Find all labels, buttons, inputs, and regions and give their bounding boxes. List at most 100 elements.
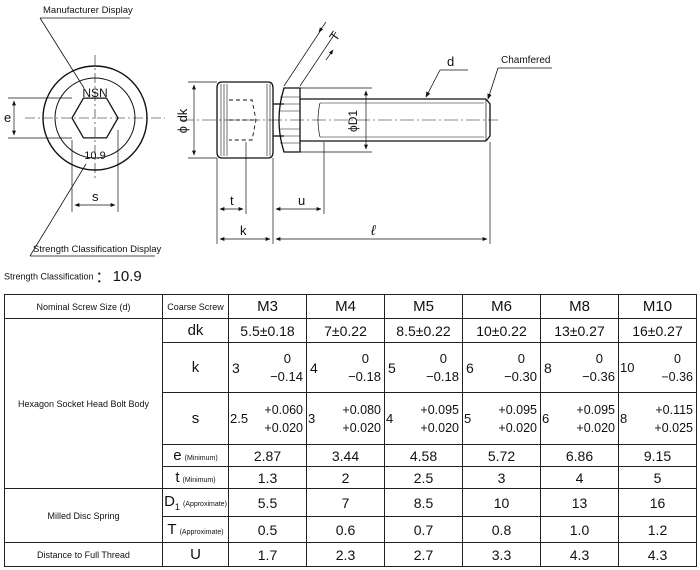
k-lower: −0.30 xyxy=(504,368,537,384)
D1-value: 13 xyxy=(540,488,619,517)
e-value: 6.86 xyxy=(540,444,619,467)
dim-u xyxy=(272,142,325,244)
size-header: M8 xyxy=(540,294,619,319)
dk-value: 16±0.27 xyxy=(618,318,697,343)
dim-l xyxy=(275,142,491,244)
dim-k-label: k xyxy=(240,223,247,238)
s-nominal: 5 xyxy=(464,411,472,426)
k-nominal: 4 xyxy=(310,359,318,376)
manufacturer-label: Manufacturer Display xyxy=(43,5,133,16)
strength-classification: Strength Classification：10.9 xyxy=(4,266,142,288)
k-value: 6 0 −0.30 xyxy=(462,342,541,393)
s-lower: +0.025 xyxy=(654,420,693,435)
bolt-head xyxy=(216,81,274,159)
k-upper: 0 xyxy=(439,350,447,366)
dim-e-label: e xyxy=(4,110,11,125)
strength-colon: ： xyxy=(95,269,111,286)
symbol-t-note: (Minimum) xyxy=(182,476,216,484)
dk-value: 13±0.27 xyxy=(540,318,619,343)
symbol-t-text: t xyxy=(175,468,180,486)
symbol-T-text: T xyxy=(167,520,177,538)
dk-value: 8.5±0.22 xyxy=(384,318,463,343)
D1-value: 7 xyxy=(306,488,385,517)
s-value: 8+0.115+0.025 xyxy=(618,392,697,445)
k-lower: −0.36 xyxy=(661,369,693,384)
symbol-s: s xyxy=(162,392,229,445)
dim-dk-label: ϕ dk xyxy=(175,108,190,133)
chamfer-label: Chamfered xyxy=(501,55,550,66)
s-value: 5+0.095+0.020 xyxy=(462,392,541,445)
k-upper: 0 xyxy=(283,350,291,366)
s-lower: +0.020 xyxy=(576,420,615,435)
symbol-k: k xyxy=(162,342,229,393)
s-upper: +0.060 xyxy=(264,402,303,417)
U-value: 4.3 xyxy=(540,542,619,567)
head-end-view xyxy=(25,55,165,180)
group-distance: Distance to Full Thread xyxy=(4,542,163,567)
dk-value: 5.5±0.18 xyxy=(228,318,307,343)
s-value: 2.5 +0.060 +0.020 xyxy=(228,392,307,445)
dim-T-label: T xyxy=(326,29,343,44)
U-value: 4.3 xyxy=(618,542,697,567)
t-value: 4 xyxy=(540,466,619,489)
D1-value: 10 xyxy=(462,488,541,517)
U-value: 1.7 xyxy=(228,542,307,567)
t-value: 1.3 xyxy=(228,466,307,489)
s-value: 4+0.095+0.020 xyxy=(384,392,463,445)
coarse-screw-header: Coarse Screw xyxy=(162,294,229,319)
D1-value: 16 xyxy=(618,488,697,517)
dim-e xyxy=(8,97,72,139)
U-value: 2.3 xyxy=(306,542,385,567)
t-value: 2 xyxy=(306,466,385,489)
s-nominal: 6 xyxy=(542,411,550,426)
k-upper: 0 xyxy=(517,350,525,366)
group-spring: Milled Disc Spring xyxy=(4,488,163,543)
group-body: Hexagon Socket Head Bolt Body xyxy=(4,318,163,489)
e-value: 2.87 xyxy=(228,444,307,467)
k-upper: 0 xyxy=(674,351,681,366)
s-upper: +0.080 xyxy=(342,402,381,417)
symbol-e: e(Minimum) xyxy=(162,444,229,467)
dim-u-label: u xyxy=(298,193,305,208)
symbol-t: t(Minimum) xyxy=(162,466,229,489)
header-row: Nominal Screw Size (d) Coarse Screw M3 M… xyxy=(4,294,697,319)
e-value: 9.15 xyxy=(618,444,697,467)
T-value: 0.8 xyxy=(462,516,541,543)
k-nominal: 6 xyxy=(466,359,474,376)
bolt-drawing: NSN 10.9 Manufacturer Display Strength C… xyxy=(4,5,552,257)
t-value: 5 xyxy=(618,466,697,489)
dim-t xyxy=(216,142,247,244)
strength-leader xyxy=(29,163,155,257)
dim-t-label: t xyxy=(230,193,234,208)
symbol-D1: D1(Approximate) xyxy=(162,488,229,517)
symbol-D1-note: (Approximate) xyxy=(182,500,227,508)
k-lower: −0.36 xyxy=(582,368,615,384)
symbol-T: T(Approximate) xyxy=(162,516,229,543)
k-upper: 0 xyxy=(595,350,603,366)
s-lower: +0.020 xyxy=(264,420,303,435)
symbol-D1-sub: 1 xyxy=(174,502,180,513)
T-value: 1.2 xyxy=(618,516,697,543)
strength-value: 10.9 xyxy=(112,268,142,285)
k-nominal: 5 xyxy=(388,359,396,376)
s-upper: +0.095 xyxy=(576,402,615,417)
k-lower: −0.14 xyxy=(270,368,303,384)
chamfer-leader xyxy=(487,67,552,100)
dim-s-label: s xyxy=(92,189,99,204)
s-nominal: 2.5 xyxy=(230,411,249,426)
dim-D1-label: ϕD1 xyxy=(346,110,360,132)
symbol-D1-text: D xyxy=(164,492,175,510)
s-value: 6 +0.095 +0.020 xyxy=(540,392,619,445)
U-value: 2.7 xyxy=(384,542,463,567)
strength-display-label: Strength Classification Display xyxy=(33,244,162,255)
D1-value: 8.5 xyxy=(384,488,463,517)
row-D1: Milled Disc Spring D1(Approximate) 5.5 7… xyxy=(4,488,697,543)
head-mark-top: NSN xyxy=(82,86,107,100)
size-header: M10 xyxy=(618,294,697,319)
dim-dk xyxy=(188,81,217,159)
